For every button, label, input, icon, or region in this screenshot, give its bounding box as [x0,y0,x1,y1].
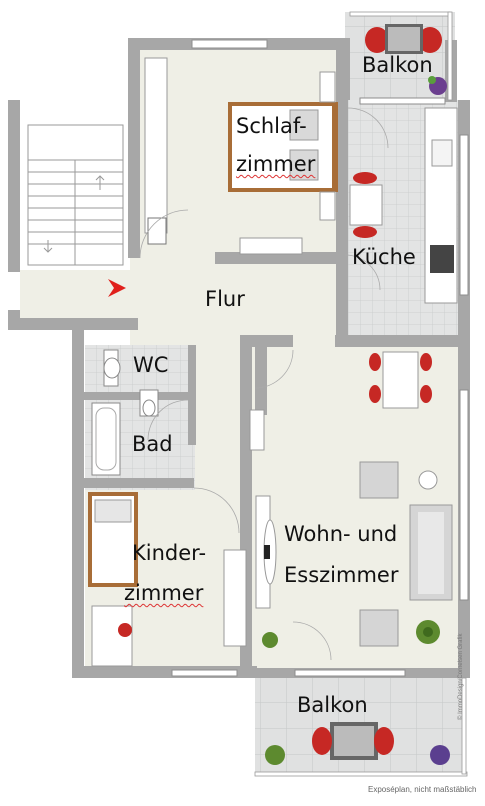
room-label-schlafzimmer-line1: Schlaf- [236,114,307,138]
balcony-top-furniture [349,11,453,101]
bath-furniture [91,349,189,476]
room-label-balkon-bottom: Balkon [297,693,368,717]
windows [171,39,469,677]
plan-credit: © ImmoDesign/Cornelsen Grafik [458,633,464,720]
room-label-kinderzimmer-line1: Kinder- [132,541,207,565]
room-label-kueche: Küche [352,245,416,269]
kids-room-furniture [88,487,247,667]
room-label-flur: Flur [205,287,245,311]
living-room-furniture [249,349,453,661]
kitchen-furniture [344,107,458,304]
room-label-bad: Bad [132,432,173,456]
entry-arrow [108,279,126,297]
room-label-wohnzimmer-line2: Esszimmer [284,563,399,587]
room-label-schlafzimmer-line2: zimmer [236,152,316,176]
room-label-balkon-top: Balkon [362,53,433,77]
bedroom-furniture [139,57,338,259]
balcony-bottom-furniture [254,677,468,777]
plan-footnote: Exposéplan, nicht maßstäblich [368,785,477,794]
room-label-wc: WC [133,353,169,377]
staircase [18,110,130,270]
room-label-wohnzimmer-line1: Wohn- und [284,522,398,546]
room-label-kinderzimmer-line2: zimmer [124,581,204,605]
